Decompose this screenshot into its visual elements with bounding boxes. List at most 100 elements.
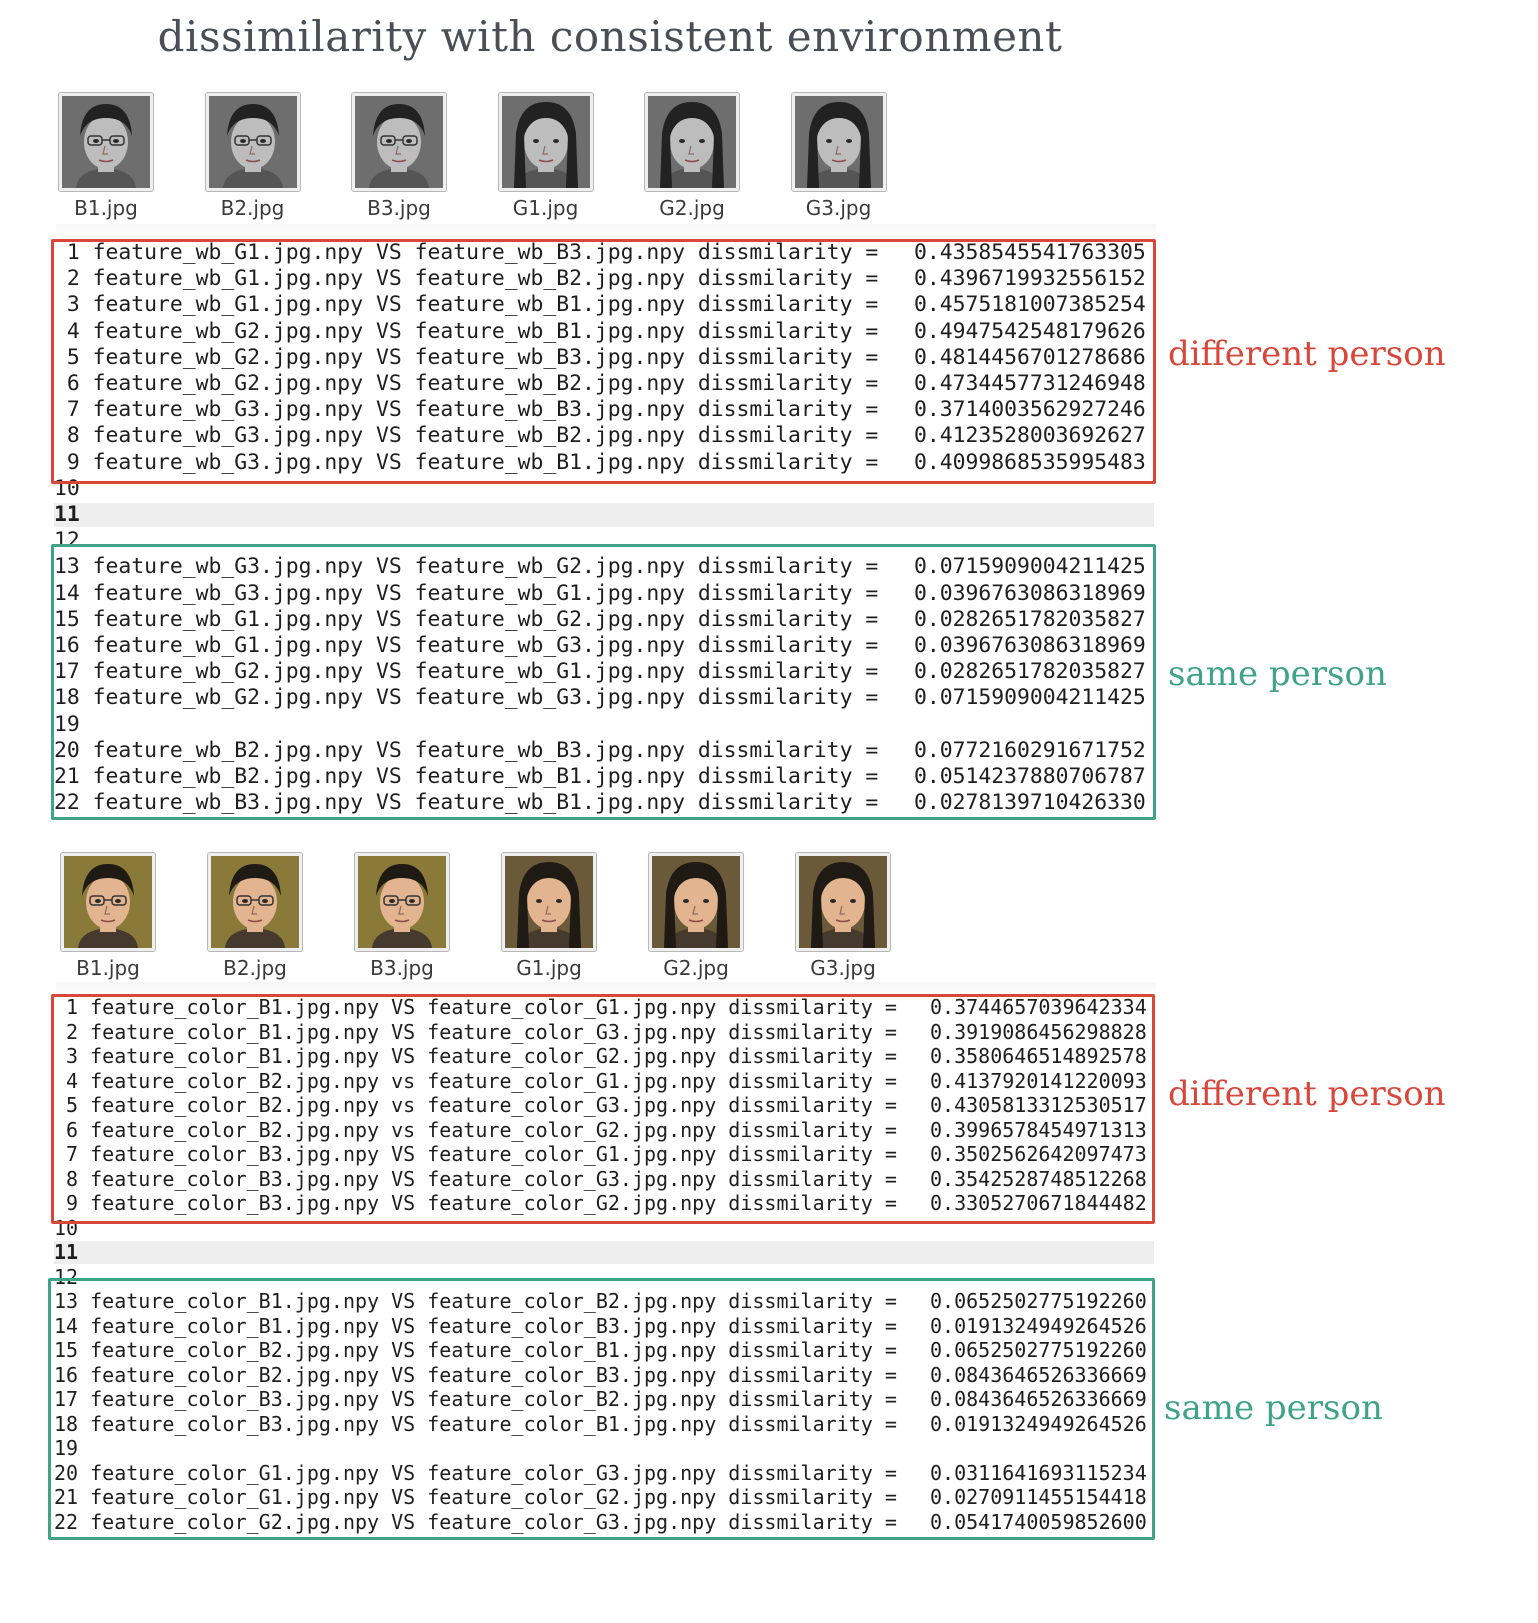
thumbnail-label: B1.jpg bbox=[74, 196, 138, 220]
dissimilarity-value: 0.0191324949264526 bbox=[930, 1411, 1147, 1436]
different-person-box bbox=[51, 994, 1155, 1224]
line-number: 7 bbox=[66, 397, 80, 423]
comparison-text: feature_wb_G2.jpg.npy VS feature_wb_B1.j… bbox=[92, 318, 879, 344]
thumbnail-g1[interactable]: G1.jpg bbox=[496, 92, 596, 220]
comparison-text: feature_wb_G2.jpg.npy VS feature_wb_B2.j… bbox=[92, 371, 879, 396]
dissimilarity-value: 0.0715909004211425 bbox=[914, 685, 1146, 711]
thumbnail-label: G2.jpg bbox=[663, 956, 729, 980]
thumbnail-b2[interactable]: B2.jpg bbox=[205, 852, 305, 980]
thumbnail-g3[interactable]: G3.jpg bbox=[789, 92, 889, 220]
line-number: 9 bbox=[66, 1191, 79, 1215]
dissimilarity-value: 0.3580646514892578 bbox=[930, 1044, 1147, 1068]
comparison-text: feature_color_G2.jpg.npy VS feature_colo… bbox=[90, 1509, 897, 1534]
thumbnail-b3[interactable]: B3.jpg bbox=[349, 92, 449, 220]
thumbnail-g2[interactable]: G2.jpg bbox=[642, 92, 742, 220]
line-number: 18 bbox=[54, 1411, 79, 1436]
thumbnail-g1[interactable]: G1.jpg bbox=[499, 852, 599, 980]
face-photo bbox=[501, 852, 597, 952]
thumbnail-b3[interactable]: B3.jpg bbox=[352, 852, 452, 980]
same-person-label: same person bbox=[1168, 654, 1387, 694]
comparison-text: feature_color_G1.jpg.npy VS feature_colo… bbox=[90, 1485, 897, 1509]
thumbnail-label: B3.jpg bbox=[370, 956, 434, 980]
current-line-highlight bbox=[54, 1241, 1154, 1264]
dissimilarity-value: 0.0311641693115234 bbox=[930, 1460, 1147, 1485]
line-number: 5 bbox=[66, 1093, 79, 1117]
thumbnail-g2[interactable]: G2.jpg bbox=[646, 852, 746, 980]
code-line: 8 feature_wb_G3.jpg.npy VS feature_wb_B2.… bbox=[54, 423, 1154, 449]
code-line: 10 bbox=[54, 476, 1154, 502]
line-number: 19 bbox=[54, 711, 80, 737]
dissimilarity-value: 0.3542528748512268 bbox=[930, 1166, 1147, 1191]
line-number: 8 bbox=[66, 1166, 79, 1191]
dissimilarity-value: 0.4123528003692627 bbox=[914, 423, 1146, 449]
comparison-text: feature_color_B3.jpg.npy VS feature_colo… bbox=[90, 1387, 897, 1411]
code-line: 11 bbox=[54, 1240, 1154, 1265]
dissimilarity-value: 0.3996578454971313 bbox=[930, 1117, 1147, 1142]
comparison-text: feature_color_B2.jpg.npy vs feature_colo… bbox=[90, 1117, 897, 1142]
line-number: 3 bbox=[66, 292, 80, 318]
comparison-text: feature_color_B3.jpg.npy VS feature_colo… bbox=[90, 1411, 897, 1436]
comparison-text: feature_wb_G2.jpg.npy VS feature_wb_B3.j… bbox=[92, 344, 879, 370]
line-number: 16 bbox=[54, 633, 80, 658]
dissimilarity-value: 0.4734457731246948 bbox=[914, 371, 1146, 396]
line-number: 6 bbox=[66, 371, 80, 396]
dissimilarity-value: 0.0514237880706787 bbox=[914, 764, 1146, 789]
comparison-text: feature_wb_G3.jpg.npy VS feature_wb_G2.j… bbox=[92, 554, 879, 580]
dissimilarity-value: 0.4396719932556152 bbox=[914, 266, 1146, 292]
comparison-text: feature_color_B2.jpg.npy vs feature_colo… bbox=[90, 1093, 897, 1117]
comparison-text: feature_wb_B3.jpg.npy VS feature_wb_B1.j… bbox=[92, 790, 879, 816]
comparison-text: feature_color_G1.jpg.npy VS feature_colo… bbox=[90, 1460, 897, 1485]
different-person-label: different person bbox=[1168, 1074, 1446, 1114]
face-photo bbox=[648, 852, 744, 952]
face-photo bbox=[795, 852, 891, 952]
dissimilarity-value: 0.4814456701278686 bbox=[914, 344, 1146, 370]
thumbnail-b2[interactable]: B2.jpg bbox=[203, 92, 303, 220]
thumbnail-g3[interactable]: G3.jpg bbox=[793, 852, 893, 980]
line-number: 4 bbox=[66, 318, 80, 344]
line-number: 5 bbox=[66, 344, 80, 370]
comparison-text: feature_wb_G1.jpg.npy VS feature_wb_B2.j… bbox=[92, 266, 879, 292]
dissimilarity-value: 0.0843646526336669 bbox=[930, 1362, 1147, 1387]
dissimilarity-value: 0.0652502775192260 bbox=[930, 1289, 1147, 1313]
code-line: 5 feature_wb_G2.jpg.npy VS feature_wb_B3.… bbox=[54, 345, 1154, 371]
thumbnail-label: G1.jpg bbox=[516, 956, 582, 980]
line-number: 8 bbox=[66, 423, 80, 449]
comparison-text: feature_color_B1.jpg.npy VS feature_colo… bbox=[90, 1019, 897, 1044]
comparison-text: feature_wb_G3.jpg.npy VS feature_wb_B2.j… bbox=[92, 423, 879, 449]
dissimilarity-value: 0.3744657039642334 bbox=[930, 995, 1147, 1019]
different-person-box bbox=[51, 239, 1156, 484]
page-title: dissimilarity with consistent environmen… bbox=[157, 12, 1063, 61]
same-person-label: same person bbox=[1164, 1388, 1383, 1428]
line-number: 14 bbox=[54, 1313, 79, 1338]
thumbnail-b1[interactable]: B1.jpg bbox=[58, 852, 158, 980]
dissimilarity-value: 0.0772160291671752 bbox=[914, 737, 1146, 763]
comparison-text: feature_color_B2.jpg.npy vs feature_colo… bbox=[90, 1068, 897, 1093]
line-number: 20 bbox=[54, 1460, 79, 1485]
dissimilarity-value: 0.0541740059852600 bbox=[930, 1509, 1147, 1534]
thumbnail-label: G1.jpg bbox=[512, 196, 579, 220]
thumbnail-b1[interactable]: B1.jpg bbox=[56, 92, 156, 220]
thumbnail-label: B2.jpg bbox=[220, 196, 285, 220]
dissimilarity-value: 0.4099868535995483 bbox=[914, 449, 1146, 475]
face-photo bbox=[497, 92, 594, 192]
dissimilarity-value: 0.0282651782035827 bbox=[914, 606, 1146, 632]
line-number: 15 bbox=[54, 606, 80, 632]
dissimilarity-value: 0.0652502775192260 bbox=[930, 1338, 1147, 1362]
code-line: 11 bbox=[54, 502, 1154, 528]
face-photo bbox=[204, 92, 301, 192]
line-number: 17 bbox=[54, 1387, 79, 1411]
face-photo bbox=[207, 852, 303, 952]
comparison-text: feature_wb_G1.jpg.npy VS feature_wb_B3.j… bbox=[92, 240, 879, 265]
